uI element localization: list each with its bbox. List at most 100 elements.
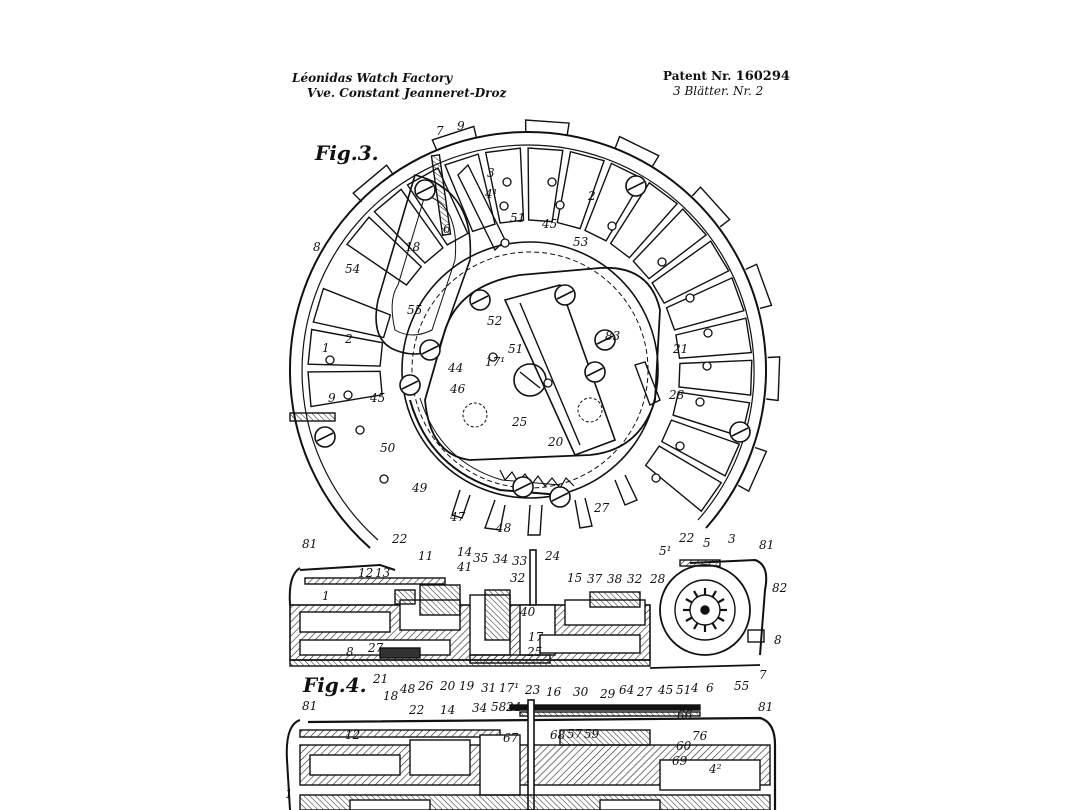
reference-numeral: 4¹ [484,187,497,201]
dial-segment [644,445,723,513]
reference-numeral: 32 [510,571,525,585]
reference-numeral: 1 [322,589,330,603]
screw [512,476,534,498]
dial-segment [632,207,708,280]
reference-numeral: 45 [369,391,385,405]
screw [399,374,421,396]
reference-numeral: 52 [487,314,502,328]
reference-numeral: 17¹ [485,355,505,369]
screw [469,289,491,311]
reference-numeral: 57 [567,727,583,741]
reference-numeral: 18 [405,240,421,254]
dial-segment [665,276,745,331]
reference-numeral: 59 [584,727,600,741]
reference-numeral: 76 [692,729,708,743]
reference-numeral: 23 [524,683,541,697]
rim-tab [737,446,768,493]
screw [594,329,616,351]
patent-label: Patent Nr. [663,69,732,83]
reference-numeral: 25 [511,415,527,429]
reference-numeral: 5 [703,536,711,550]
hole [651,473,661,483]
reference-numeral: 53 [573,235,589,249]
reference-numeral: 55 [407,303,422,317]
reference-numeral: 5¹ [659,544,671,558]
reference-numeral: 14 [440,703,455,717]
reference-numeral: 2 [344,332,353,346]
rim-tab [352,164,395,203]
reference-numeral: 19 [459,679,475,693]
reference-numeral: 11 [418,549,433,563]
reference-numeral: 54 [345,262,360,276]
dial-segment [527,147,564,223]
gear-tooth [711,590,717,598]
reference-numeral: 12 [345,728,360,742]
reference-numeral: 38 [607,572,623,586]
reference-numeral: 37 [587,572,603,586]
figure-3-plan-view [289,119,781,549]
reference-numeral: 45 [541,217,557,231]
reference-numeral: 29 [599,687,616,701]
reference-numeral: 25 [526,645,542,659]
reference-numeral: 34 [493,552,508,566]
reference-numeral: 2 [587,189,596,203]
reference-numeral: 51 [510,211,525,225]
reference-numeral: 34 [472,701,487,715]
reference-numeral: 17 [528,630,544,644]
figure-3-label: Fig.3. [314,141,379,165]
reference-numeral: 8 [346,645,354,659]
screw [549,486,571,508]
gear-tooth [693,590,699,598]
reference-numeral: 40 [519,605,536,619]
reference-numeral: 45 [657,683,673,697]
hole [685,293,695,303]
reference-numeral: 26 [417,679,434,693]
hole [488,352,498,362]
gear-tooth [685,598,693,604]
reference-numeral: 8 [313,240,321,254]
screw [414,179,436,201]
dial-segment [307,328,384,367]
screws [314,175,751,508]
reference-numeral: 14 [457,545,472,559]
hole [355,425,365,435]
reference-numeral: 16 [546,685,562,699]
reference-numeral: 12 [358,566,373,580]
dial-segment [609,181,679,259]
reference-numeral: 47 [449,510,466,524]
reference-numeral: 81 [302,699,317,713]
hole [343,390,353,400]
reference-numeral: 27 [367,641,384,655]
reference-numeral: 6 [706,681,714,695]
hole [543,378,553,388]
gear-tooth [693,622,699,630]
screw [314,426,336,448]
dial-segment [345,216,423,286]
reference-numeral: 44 [447,361,463,375]
dial-segment [307,370,383,408]
dial-segment [678,359,753,396]
hole [499,201,509,211]
dial-segment [651,240,730,305]
reference-numeral: 21 [672,342,688,356]
reference-numeral: 64 [619,683,634,697]
reference-numeral: 48 [399,682,416,696]
reference-numeral: 58 [491,700,507,714]
reference-numeral: 17¹ [499,681,519,695]
hole [379,474,389,484]
rim-tab [691,186,731,228]
reference-numeral: 27 [593,501,610,515]
gear-tooth [685,616,693,622]
reference-numeral: 28 [649,572,666,586]
reference-numeral: 49 [411,481,428,495]
reference-numeral: 22 [678,531,694,545]
reference-numeral: 28 [668,388,685,402]
reference-numeral: 51 [676,683,691,697]
screw [554,284,576,306]
reference-numeral: 31 [481,681,496,695]
reference-numeral: 41 [456,560,472,574]
holes [325,177,713,484]
reference-numeral: 24 [505,700,521,714]
reference-numeral: 13 [375,566,391,580]
